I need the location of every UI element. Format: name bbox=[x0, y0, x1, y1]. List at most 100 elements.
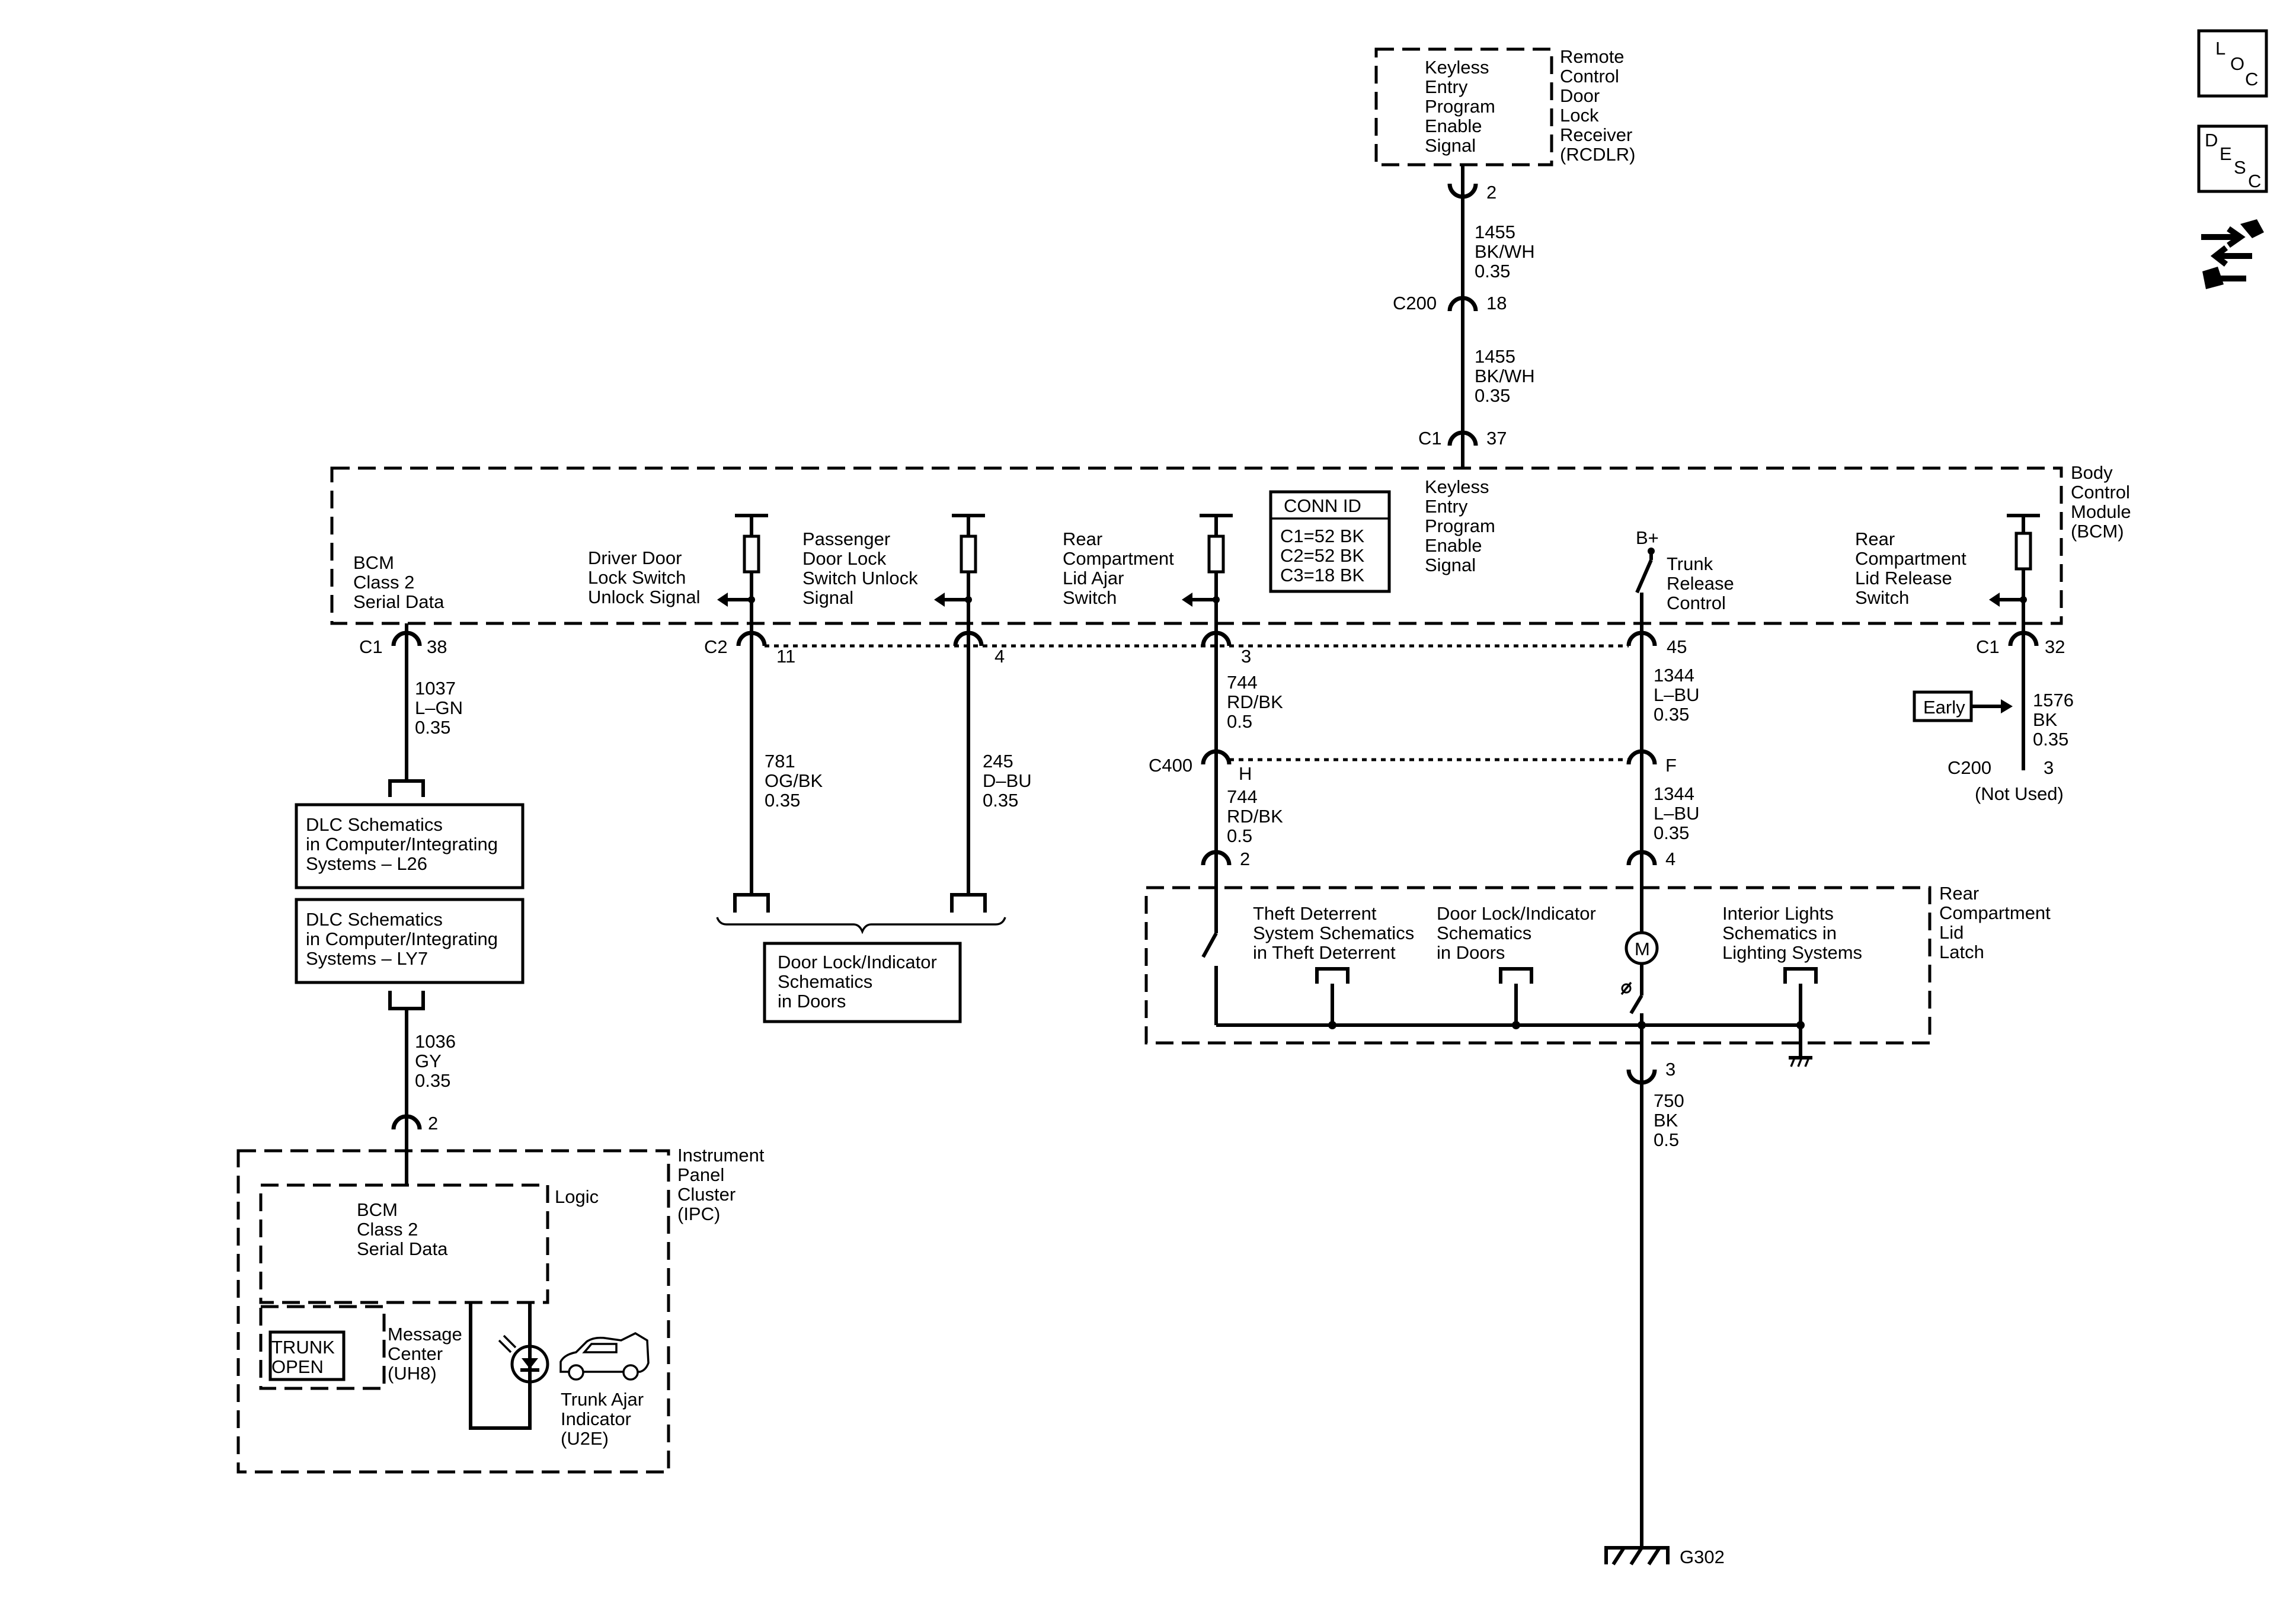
svg-text:in Computer/Integrating: in Computer/Integrating bbox=[306, 929, 498, 949]
svg-text:Lock Switch: Lock Switch bbox=[588, 567, 686, 588]
connector-c2-3 bbox=[1201, 630, 1232, 646]
svg-text:Control: Control bbox=[1560, 66, 1619, 87]
svg-text:CONN ID: CONN ID bbox=[1284, 495, 1361, 516]
svg-text:Instrument: Instrument bbox=[677, 1145, 765, 1166]
interior-ref: Interior Lights Schematics in Lighting S… bbox=[1722, 903, 1862, 963]
connector-c1-32 bbox=[2008, 630, 2039, 646]
desc-icon[interactable]: D E S C bbox=[2197, 124, 2268, 193]
ipc-logic-box bbox=[259, 1183, 549, 1304]
dlc-l26-stub-top bbox=[388, 779, 425, 797]
ipc-pin-2: 2 bbox=[428, 1113, 438, 1134]
svg-text:0.35: 0.35 bbox=[415, 717, 450, 738]
connector-tool-icon[interactable] bbox=[2201, 219, 2264, 289]
trunk-release-label: Trunk Release Control bbox=[1667, 553, 1734, 613]
svg-text:Compartment: Compartment bbox=[1855, 548, 1966, 569]
bcm-keyless-label: Keyless Entry Program Enable Signal bbox=[1425, 476, 1495, 575]
svg-text:Theft Deterrent: Theft Deterrent bbox=[1253, 903, 1377, 924]
connector-latch-4 bbox=[1626, 850, 1657, 866]
svg-text:Switch: Switch bbox=[1855, 587, 1909, 608]
c400-label: C400 bbox=[1149, 755, 1192, 776]
svg-text:Enable: Enable bbox=[1425, 116, 1482, 136]
svg-text:0.35: 0.35 bbox=[415, 1070, 450, 1091]
svg-text:1576: 1576 bbox=[2033, 690, 2074, 710]
svg-text:E: E bbox=[2220, 143, 2232, 164]
svg-text:D–BU: D–BU bbox=[983, 770, 1032, 791]
dlc-ly7-stub-bottom bbox=[388, 991, 425, 1010]
connector-c400-f bbox=[1626, 749, 1657, 765]
rear-ajar-label: Rear Compartment Lid Ajar Switch bbox=[1063, 529, 1174, 608]
ipc-label: Instrument Panel Cluster (IPC) bbox=[677, 1145, 765, 1224]
svg-text:BCM: BCM bbox=[353, 552, 394, 573]
svg-text:C: C bbox=[2245, 69, 2258, 89]
svg-text:1036: 1036 bbox=[415, 1031, 456, 1052]
wire-label-1455-a: 1455 BK/WH 0.35 bbox=[1475, 222, 1535, 281]
ipc-box bbox=[236, 1149, 670, 1474]
svg-text:(RCDLR): (RCDLR) bbox=[1560, 144, 1635, 165]
wire-label-1455-b: 1455 BK/WH 0.35 bbox=[1475, 346, 1535, 406]
svg-text:Lid Ajar: Lid Ajar bbox=[1063, 568, 1124, 588]
wire-label-781: 781 OG/BK 0.35 bbox=[765, 751, 823, 811]
c2-3-pin: 3 bbox=[1241, 646, 1251, 667]
wire-label-744-b: 744 RD/BK 0.5 bbox=[1227, 786, 1283, 846]
svg-text:in Doors: in Doors bbox=[1437, 942, 1505, 963]
indicator-circuit bbox=[469, 1302, 532, 1430]
svg-text:in Theft Deterrent: in Theft Deterrent bbox=[1253, 942, 1396, 963]
svg-text:OG/BK: OG/BK bbox=[765, 770, 823, 791]
svg-text:Keyless: Keyless bbox=[1425, 57, 1489, 78]
svg-text:Control: Control bbox=[1667, 593, 1726, 613]
doorlock-stub bbox=[1499, 967, 1533, 1025]
c200-right-label: C200 bbox=[1948, 757, 1991, 778]
svg-text:Rear: Rear bbox=[1939, 883, 1979, 904]
svg-text:Program: Program bbox=[1425, 516, 1495, 536]
ipc-class2-label: BCM Class 2 Serial Data bbox=[357, 1199, 448, 1259]
svg-text:Receiver: Receiver bbox=[1560, 124, 1632, 145]
svg-text:Cluster: Cluster bbox=[677, 1184, 736, 1205]
svg-text:Schematics in: Schematics in bbox=[1722, 923, 1837, 943]
latch-pin-3: 3 bbox=[1665, 1059, 1675, 1080]
svg-text:1455: 1455 bbox=[1475, 346, 1515, 367]
svg-text:1455: 1455 bbox=[1475, 222, 1515, 242]
svg-text:Body: Body bbox=[2071, 462, 2113, 483]
loc-icon[interactable]: L O C bbox=[2197, 29, 2268, 98]
svg-text:0.35: 0.35 bbox=[1475, 261, 1510, 281]
svg-text:Schematics: Schematics bbox=[1437, 923, 1531, 943]
svg-text:(UH8): (UH8) bbox=[388, 1363, 437, 1384]
rear-release-label: Rear Compartment Lid Release Switch bbox=[1855, 529, 1966, 608]
svg-text:Signal: Signal bbox=[1425, 135, 1476, 156]
svg-text:Center: Center bbox=[388, 1343, 443, 1364]
svg-text:Door Lock/Indicator: Door Lock/Indicator bbox=[1437, 903, 1596, 924]
svg-text:in Doors: in Doors bbox=[778, 991, 846, 1012]
svg-text:Latch: Latch bbox=[1939, 942, 1984, 962]
connector-c2-45 bbox=[1626, 630, 1657, 646]
svg-text:781: 781 bbox=[765, 751, 795, 772]
door-lock-ref-box[interactable]: Door Lock/Indicator Schematics in Doors bbox=[763, 942, 962, 1023]
svg-text:D: D bbox=[2205, 130, 2218, 151]
dlc-l26-box[interactable]: DLC Schematics in Computer/Integrating S… bbox=[295, 803, 525, 889]
doorlock-ref: Door Lock/Indicator Schematics in Doors bbox=[1437, 903, 1596, 963]
dlc-ly7-box[interactable]: DLC Schematics in Computer/Integrating S… bbox=[295, 898, 525, 984]
wire-label-1344-b: 1344 L–BU 0.35 bbox=[1654, 783, 1700, 843]
wire-label-750: 750 BK 0.5 bbox=[1654, 1090, 1684, 1150]
connector-latch-2 bbox=[1201, 850, 1232, 866]
rcdlr-pin: 2 bbox=[1486, 182, 1496, 203]
svg-text:(IPC): (IPC) bbox=[677, 1204, 720, 1224]
svg-text:Lock: Lock bbox=[1560, 105, 1599, 126]
svg-text:Door Lock: Door Lock bbox=[802, 548, 887, 569]
theft-junction bbox=[1328, 1021, 1336, 1029]
driver-pullup bbox=[717, 514, 768, 652]
latch-box bbox=[1144, 886, 1932, 1045]
svg-text:(BCM): (BCM) bbox=[2071, 521, 2124, 542]
doorlock-junction bbox=[1512, 1021, 1520, 1029]
rcdlr-box: Keyless Entry Program Enable Signal bbox=[1374, 47, 1553, 167]
svg-text:Control: Control bbox=[2071, 482, 2130, 502]
svg-text:Class 2: Class 2 bbox=[353, 572, 414, 593]
svg-text:0.5: 0.5 bbox=[1227, 711, 1252, 732]
svg-text:BK: BK bbox=[1654, 1110, 1678, 1131]
svg-text:Systems – L26: Systems – L26 bbox=[306, 853, 427, 874]
trunk-release-switch[interactable] bbox=[1635, 548, 1655, 652]
svg-text:Trunk: Trunk bbox=[1667, 553, 1713, 574]
c2-label: C2 bbox=[704, 636, 728, 657]
svg-text:C: C bbox=[2248, 171, 2261, 191]
wire-label-1576: 1576 BK 0.35 bbox=[2033, 690, 2074, 750]
ground-g302-icon bbox=[1604, 1546, 1670, 1566]
